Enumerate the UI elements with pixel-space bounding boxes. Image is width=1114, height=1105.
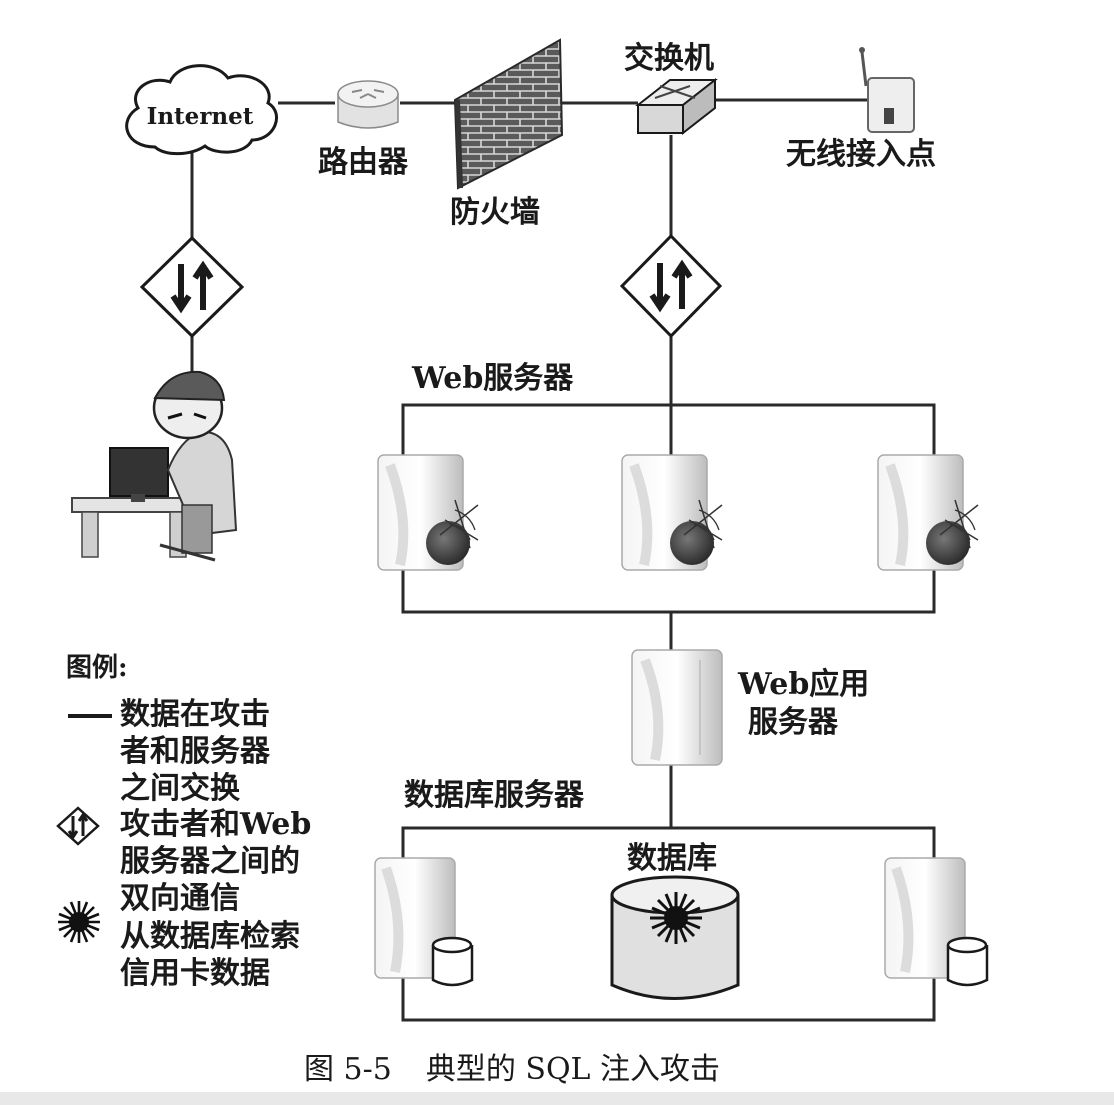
web-app-server-label-line1: Web应用: [738, 667, 870, 702]
bidirectional-diamond-icon: [139, 235, 245, 339]
web-server-icon: [377, 454, 479, 571]
figure-title: 典型的 SQL 注入攻击: [425, 1052, 720, 1087]
web-app-server-label: Web应用 服务器: [738, 666, 869, 742]
wireless-ap-label: 无线接入点: [786, 137, 936, 172]
db-servers-label: 数据库服务器: [404, 778, 584, 813]
bidirectional-diamond-icon: [619, 233, 723, 339]
internet-cloud: Internet: [125, 64, 279, 156]
starburst-icon: [650, 892, 702, 944]
legend-starburst-icon: [58, 901, 100, 943]
legend-title: 图例:: [66, 653, 128, 683]
router-label: 路由器: [318, 145, 408, 180]
firewall-label: 防火墙: [450, 195, 540, 230]
switch-label: 交换机: [624, 41, 714, 76]
wireless-ap-icon: [859, 47, 915, 133]
database-label: 数据库: [627, 841, 717, 876]
legend-line-text: 数据在攻击 者和服务器 之间交换: [120, 697, 270, 806]
legend-diamond-text: 攻击者和Web 服务器之间的 双向通信: [120, 807, 312, 916]
internet-label: Internet: [147, 103, 254, 130]
figure-number: 图 5-5: [304, 1052, 392, 1087]
web-app-server-label-line2: 服务器: [748, 705, 838, 740]
router-icon: [337, 80, 399, 129]
db-server-icon: [884, 857, 989, 987]
legend-diamond-icon: [56, 806, 100, 846]
bottom-border: [0, 1092, 1114, 1105]
firewall-icon: [453, 38, 564, 190]
legend-starburst-text: 从数据库检索 信用卡数据: [120, 919, 300, 991]
web-servers-label: Web服务器: [412, 361, 574, 396]
db-server-icon: [374, 857, 474, 987]
web-server-icon: [621, 454, 723, 571]
switch-icon: [635, 77, 718, 136]
figure-caption: 图 5-5 典型的 SQL 注入攻击: [304, 1044, 720, 1088]
web-app-server-icon: [631, 649, 723, 766]
web-server-icon: [877, 454, 979, 571]
attacker-icon: [71, 370, 238, 562]
